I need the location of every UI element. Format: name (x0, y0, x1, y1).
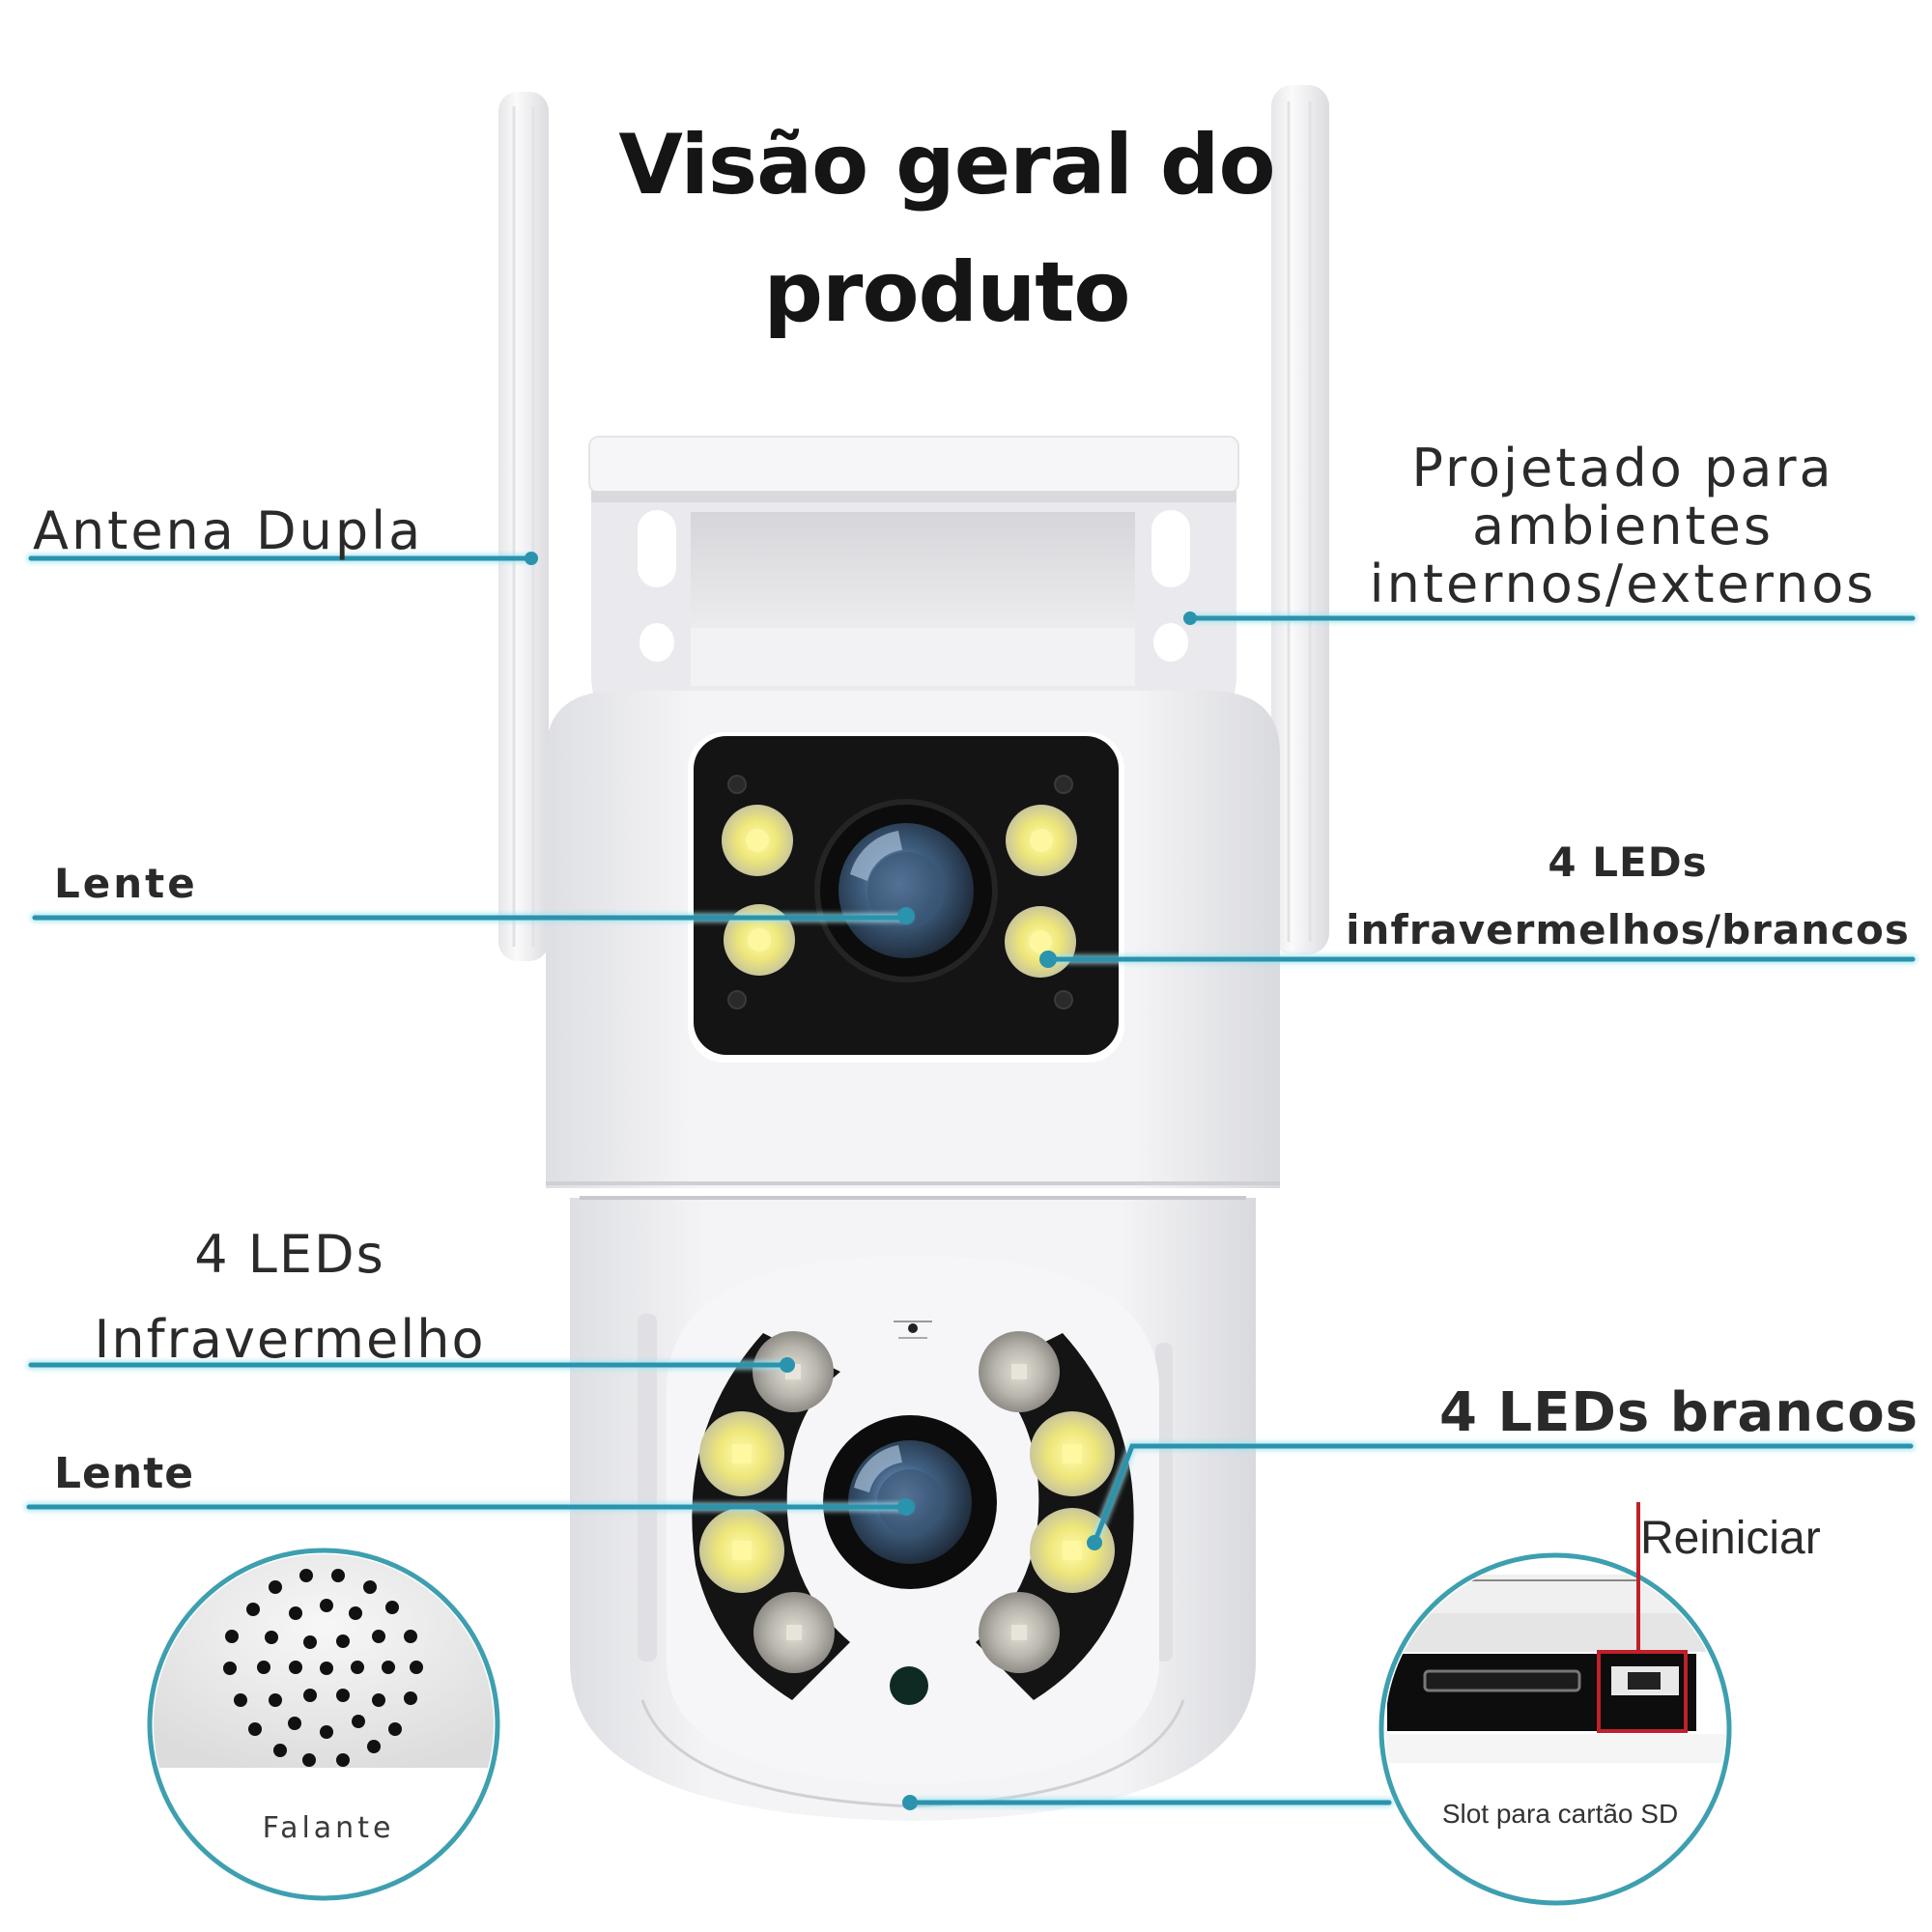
speaker-label: Falante (262, 1811, 395, 1845)
callout-environment-line-1: Projetado para (1411, 438, 1834, 498)
lower-white-led (1030, 1411, 1115, 1496)
upper-white-led (1006, 805, 1077, 876)
callout-lines (24, 552, 1918, 1810)
callout-lower-white-leds: 4 LEDs brancos (1439, 1381, 1919, 1444)
callout-lower-ir-leds-line-1: 4 LEDs (194, 1224, 385, 1285)
speaker-inset (147, 1548, 500, 1901)
callout-upper-leds-line-1: 4 LEDs (1548, 838, 1708, 886)
antenna-left (498, 92, 549, 961)
callout-lower-ir-leds-line-2: Infravermelho (94, 1309, 486, 1370)
reset-button-highlight (1597, 1650, 1688, 1733)
speaker-grille-icon (223, 1569, 423, 1767)
title-line-1: Visão geral do (618, 117, 1275, 213)
callout-reset: Reiniciar (1640, 1513, 1821, 1564)
callout-environment-line-2: ambientes (1472, 496, 1774, 556)
lower-white-led (1030, 1508, 1115, 1593)
callout-upper-leds: 4 LEDs infravermelhos/brancos (1333, 829, 1922, 964)
lower-lens-face (667, 1256, 1159, 1785)
callout-environment-line-3: internos/externos (1369, 554, 1877, 614)
lower-white-led (699, 1411, 784, 1496)
sd-slot-label: Slot para cartão SD (1441, 1799, 1679, 1829)
lower-ir-led (979, 1331, 1060, 1412)
callout-upper-leds-line-2: infravermelhos/brancos (1346, 906, 1910, 953)
upper-lens-panel (688, 732, 1124, 1063)
page-title: Visão geral do produto (541, 101, 1352, 356)
mounting-bracket (588, 436, 1239, 734)
title-line-2: produto (763, 244, 1130, 341)
antenna-right (1271, 85, 1329, 954)
callout-lower-lens: Lente (54, 1449, 195, 1498)
upper-white-led (722, 805, 793, 876)
callout-upper-lens: Lente (54, 860, 198, 907)
callout-environment: Projetado para ambientes internos/extern… (1333, 440, 1913, 613)
lower-ir-led (979, 1592, 1060, 1673)
lower-white-led (699, 1508, 784, 1593)
callout-lower-ir-leds: 4 LEDs Infravermelho (39, 1212, 541, 1382)
lower-ir-led (753, 1331, 834, 1412)
lower-ir-led (753, 1592, 835, 1673)
callout-antenna: Antena Dupla (33, 500, 424, 561)
upper-white-led (1005, 906, 1076, 978)
